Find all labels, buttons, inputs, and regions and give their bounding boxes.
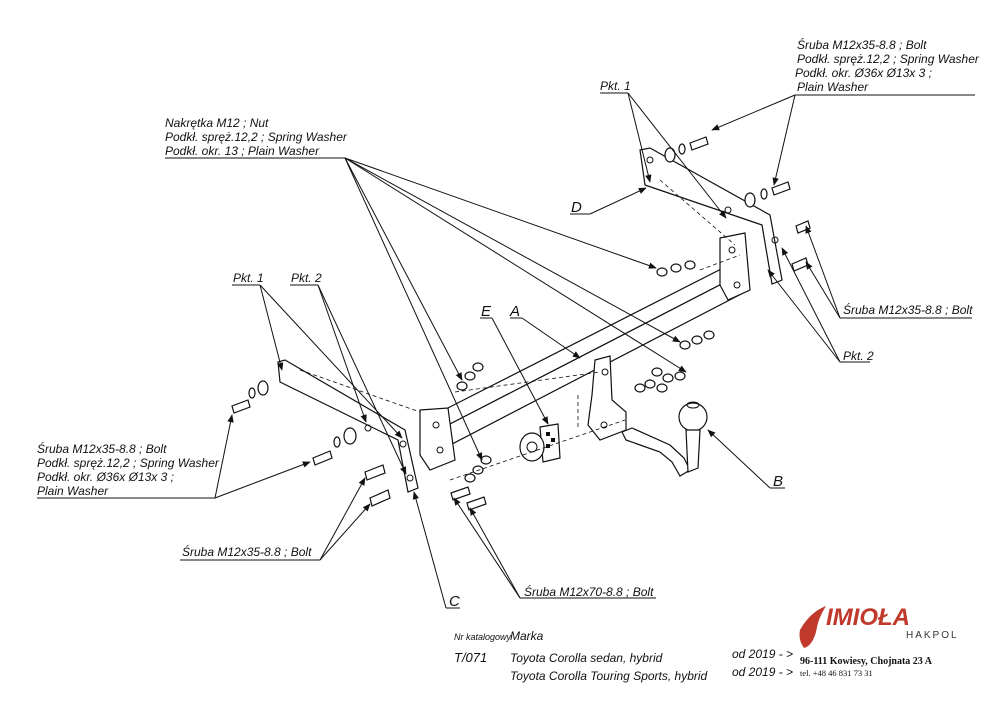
letter-e: E: [481, 303, 492, 320]
nut-label-2: Podkł. spręż.12,2 ; Spring Washer: [165, 130, 348, 144]
brand-label: Marka: [510, 629, 544, 643]
pkt1-top-label: Pkt. 1: [600, 79, 631, 93]
letter-a: A: [509, 303, 520, 320]
tow-ball-neck: [621, 401, 708, 477]
fasteners: [231, 136, 811, 511]
company-address: 96-111 Kowiesy, Chojnata 23 A: [800, 656, 933, 667]
top-right-label-4: Plain Washer: [797, 80, 869, 94]
letter-d: D: [571, 199, 582, 216]
left-label-2: Podkł. spręż.12,2 ; Spring Washer: [37, 456, 220, 470]
nut-label-3: Podkł. okr. 13 ; Plain Washer: [165, 144, 320, 158]
letter-c: C: [449, 593, 460, 610]
right-end-plate: [719, 232, 751, 301]
logo-subtext: HAKPOL: [906, 630, 959, 641]
left-end-plate: [419, 407, 456, 471]
left-label-4: Plain Washer: [37, 484, 109, 498]
bolt-right-label: Śruba M12x35-8.8 ; Bolt: [843, 302, 973, 317]
left-side-bracket: [277, 359, 419, 493]
leader-lines: [37, 92, 975, 609]
pkt1-left-label: Pkt. 1: [233, 271, 264, 285]
left-label-3: Podkł. okr. Ø36x Ø13x 3 ;: [37, 470, 174, 484]
top-right-label-1: Śruba M12x35-8.8 ; Bolt: [797, 37, 927, 52]
pkt2-right-label: Pkt. 2: [843, 349, 874, 363]
company-logo: IMIOŁA HAKPOL 96-111 Kowiesy, Chojnata 2…: [799, 604, 959, 678]
letter-b: B: [773, 473, 783, 490]
catalog-number: T/071: [454, 650, 487, 665]
right-side-bracket: [639, 147, 783, 285]
model-2-years: od 2019 - >: [732, 665, 793, 679]
bolt-left-bottom-label: Śruba M12x35-8.8 ; Bolt: [182, 544, 312, 559]
top-right-label-3: Podkł. okr. Ø36x Ø13x 3 ;: [795, 66, 932, 80]
catalog-number-label: Nr katalogowy: [454, 632, 512, 642]
nut-label-1: Nakrętka M12 ; Nut: [165, 116, 269, 130]
top-right-label-2: Podkł. spręż.12,2 ; Spring Washer: [797, 52, 980, 66]
company-phone: tel. +48 46 831 73 31: [800, 668, 873, 678]
model-1-years: od 2019 - >: [732, 647, 793, 661]
swoosh-icon: [799, 606, 826, 648]
title-block: Nr katalogowy Marka T/071 Toyota Corolla…: [454, 629, 793, 683]
left-label-1: Śruba M12x35-8.8 ; Bolt: [37, 441, 167, 456]
bolt-m70-label: Śruba M12x70-8.8 ; Bolt: [524, 584, 654, 599]
pkt2-left-label: Pkt. 2: [291, 271, 322, 285]
model-2-name: Toyota Corolla Touring Sports, hybrid: [510, 669, 708, 683]
callout-labels: Nakrętka M12 ; Nut Podkł. spręż.12,2 ; S…: [37, 37, 980, 610]
assembly-lines: [299, 179, 741, 481]
electrical-socket: [519, 423, 561, 463]
model-1-name: Toyota Corolla sedan, hybrid: [510, 651, 663, 665]
logo-text: IMIOŁA: [826, 604, 910, 631]
